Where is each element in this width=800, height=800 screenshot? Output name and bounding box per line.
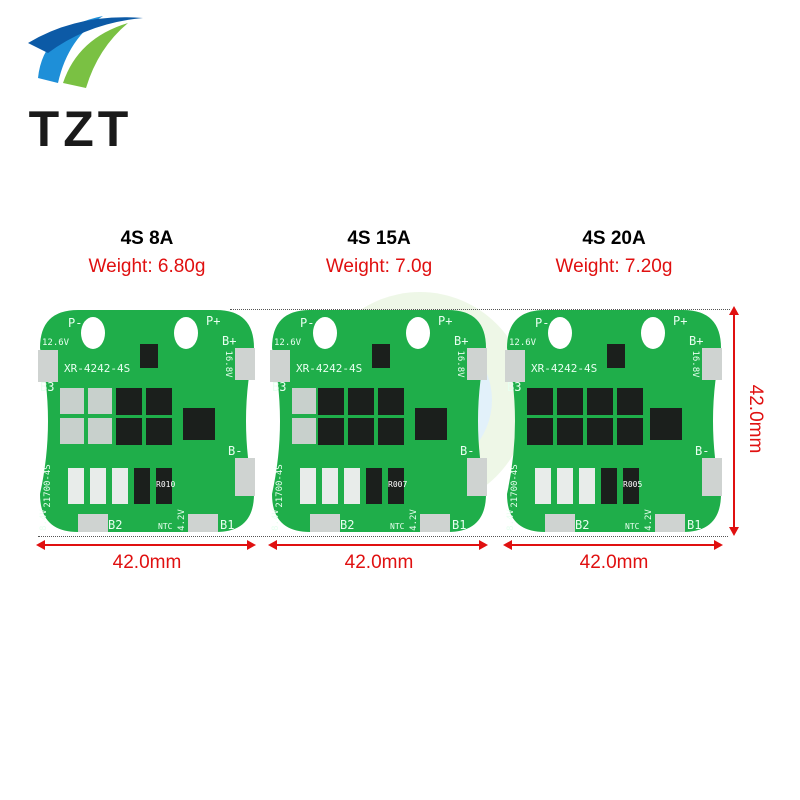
shunt-resistor-label: R005 [623,480,643,489]
mosfet-chip [587,418,613,445]
silkscreen-label: 4.2V [409,509,419,531]
silkscreen-label: B+ [222,334,237,348]
silkscreen-label: 12.6V [42,338,70,348]
pcb-drawing [38,310,255,532]
silkscreen-label: B2 [340,518,355,532]
height-dimension-label: 42.0mm [745,384,766,454]
silkscreen-label: P+ [673,314,688,328]
silkscreen-label: B3 [507,380,522,394]
silkscreen-label: 4.2V [177,509,187,531]
pcb-drawing [505,310,722,532]
mosfet-chip [318,418,344,445]
guide-line-bottom [38,536,728,537]
silkscreen-label: NTC [625,522,640,531]
width-dimension-arrow [36,540,256,550]
width-dimension-arrow [268,540,488,550]
width-dimension-label: 42.0mm [112,552,182,573]
mosfet-chip [116,418,142,445]
silkscreen-label: B1 [452,518,467,532]
width-dimension-label: 42.0mm [344,552,414,573]
silkscreen-label: P- [300,316,315,330]
mosfet-chip [527,418,553,445]
silkscreen-label: B1 [687,518,702,532]
mosfet-chip [617,388,643,415]
silkscreen-label: P+ [438,314,453,328]
silkscreen-label: 12.6V [274,338,302,348]
silkscreen-label: 16.8V [690,350,700,378]
empty-pad [88,418,112,444]
product-weight: Weight: 7.20g [555,256,673,277]
empty-pad [292,388,316,414]
silkscreen-label: P+ [206,314,221,328]
silkscreen-label: 4.2V [644,509,654,531]
width-dimension-arrow [503,540,723,550]
empty-pad [60,418,84,444]
silkscreen-label: B1 [220,518,235,532]
silkscreen-label: B- [460,444,475,458]
silkscreen-label: B+ [454,334,469,348]
silkscreen-label: 21700-4S [510,464,520,508]
pcb-drawing [270,310,487,532]
empty-pad [60,388,84,414]
mosfet-chip [587,388,613,415]
silkscreen-label: B- [695,444,710,458]
shunt-resistor-label: R010 [156,480,176,489]
silkscreen-label: XR-4242-4S [296,362,363,375]
silkscreen-label: B2 [108,518,123,532]
mosfet-chip [378,388,404,415]
silkscreen-label: 12.6V [509,338,537,348]
silkscreen-label: B2 [575,518,590,532]
mosfet-chip [617,418,643,445]
width-dimension-label: 42.0mm [579,552,649,573]
height-dimension-arrow [729,306,739,536]
brand-logo: TZT [8,8,153,157]
silkscreen-label: XR-4242-4S [64,362,131,375]
guide-line-top [230,309,730,310]
silkscreen-label: 8.4V [271,509,281,531]
empty-pad [292,418,316,444]
mosfet-chip [146,388,172,415]
silkscreen-label: 16.8V [455,350,465,378]
silkscreen-label: XR-4242-4S [531,362,598,375]
silkscreen-label: B+ [689,334,704,348]
silkscreen-label: B- [228,444,243,458]
shunt-resistor-label: R007 [388,480,408,489]
mosfet-chip [527,388,553,415]
silkscreen-label: 21700-4S [275,464,285,508]
empty-pad [88,388,112,414]
product-title: 4S 20A [582,228,646,249]
mosfet-chip [557,388,583,415]
mosfet-chip [348,418,374,445]
logo-swoosh-icon [28,16,143,88]
mosfet-chip [116,388,142,415]
silkscreen-label: NTC [390,522,405,531]
silkscreen-label: B3 [272,380,287,394]
product-weight: Weight: 6.80g [88,256,206,277]
mosfet-chip [318,388,344,415]
mosfet-chip [146,418,172,445]
product-title: 4S 15A [347,228,411,249]
silkscreen-label: 16.8V [223,350,233,378]
mosfet-chip [557,418,583,445]
mosfet-chip [378,418,404,445]
logo-text: TZT [28,101,133,157]
silkscreen-label: 8.4V [506,509,516,531]
silkscreen-label: B3 [40,380,55,394]
mosfet-chip [348,388,374,415]
silkscreen-label: P- [535,316,550,330]
product-weight: Weight: 7.0g [325,256,433,277]
silkscreen-label: NTC [158,522,173,531]
product-title: 4S 8A [120,228,174,249]
silkscreen-label: P- [68,316,83,330]
silkscreen-label: 21700-4S [43,464,53,508]
silkscreen-label: 8.4V [39,509,49,531]
